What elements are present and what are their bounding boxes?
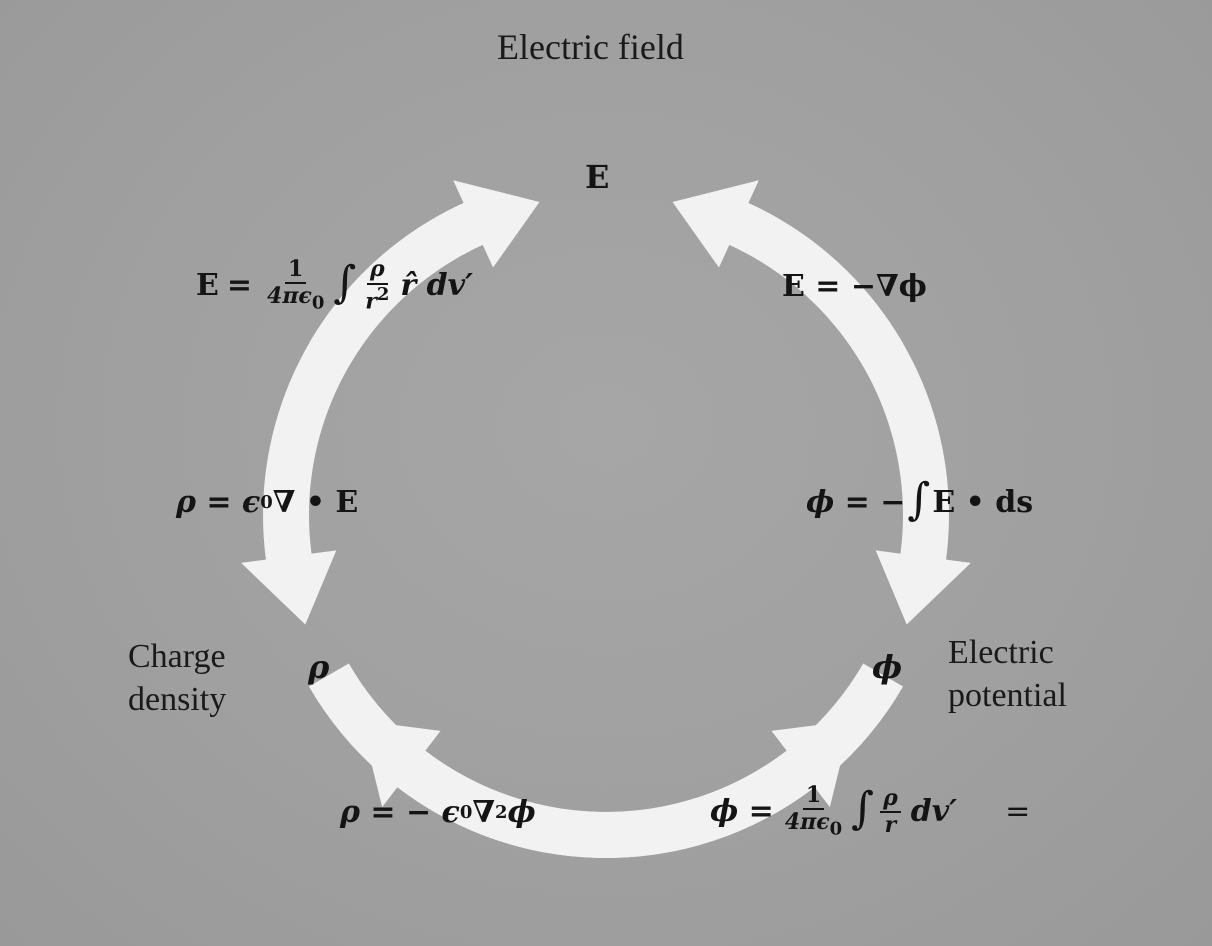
eq1-frac2-den-text: r [365,287,377,314]
eq1-fraction: 1 4πϵ0 [264,257,327,313]
eq1-frac-den: 4πϵ0 [264,284,327,313]
eq5-mid: ∇ [472,795,495,830]
electric-potential-line1: Electric [948,634,1054,671]
equation-field-from-potential: E = −∇ϕ [782,270,927,303]
eq5-sub: 0 [459,801,473,823]
eq1-tail: r̂ dv′ [400,268,473,304]
eq3-rhs: ∇ • E [272,485,359,520]
electric-potential-line2: potential [948,676,1067,714]
charge-symbol-glyph: ρ [308,648,330,686]
eq1-fraction2: ρ r2 [362,258,392,313]
eq1-frac2-num: ρ [367,256,388,285]
charge-density-line1: Charge [128,638,226,675]
eq6-trailing-equals: = [1005,794,1031,830]
eq2-text: E = −∇ϕ [782,269,927,304]
eq4-lhs: ϕ = − [806,484,906,520]
eq6-lhs: ϕ = [710,794,774,830]
eq3-lhs: ρ = ϵ [176,485,261,520]
eq1-equals: = [226,268,253,304]
potential-symbol-glyph: ϕ [872,648,903,686]
equation-field-from-charge: E = 1 4πϵ0 ∫ ρ r2 r̂ dv′ [196,257,473,313]
arrow-field-to-charge [241,196,495,625]
eq1-frac2-den-sup: 2 [376,283,390,305]
electric-field-title: Electric field [497,27,684,67]
eq3-sub: 0 [260,491,273,513]
eq5-sup: 2 [494,801,508,823]
eq6-frac2-den-text: r [884,811,897,838]
eq6-fraction2: ρ r [880,784,901,837]
eq6-frac-den: 4πϵ0 [782,810,845,839]
charge-density-label: Charge density [128,636,226,721]
eq6-fraction: 1 4πϵ0 [782,783,845,839]
arrow-field-to-potential [717,196,971,625]
eq6-frac2-num-text: ρ [883,784,898,811]
eq6-frac2-den: r [882,813,900,837]
eq6-frac-den-text: 4πϵ [784,809,830,836]
charge-density-line2: density [128,680,227,718]
arrow-charge-to-potential [308,663,852,858]
charge-symbol: ρ [308,648,330,686]
eq6-frac-den-sub: 0 [829,818,843,840]
equation-potential-from-charge: ϕ = 1 4πϵ0 ∫ ρ r dv′ = [710,783,1031,839]
eq5-lhs: ρ = − ϵ [340,795,460,830]
eq1-lhs: E [196,268,219,304]
potential-symbol: ϕ [872,648,903,686]
eq1-frac-den-sub: 0 [311,292,325,314]
equation-potential-from-field: ϕ = − ∫ E • ds [806,474,1034,526]
field-symbol: E [585,158,610,196]
eq1-frac-num: 1 [285,257,307,285]
eq1-frac2-num-text: ρ [370,256,385,283]
eq1-integral-sign: ∫ [333,257,357,309]
eq6-integral-sign: ∫ [851,783,875,835]
eq1-frac-den-text: 4πϵ [267,283,312,310]
eq4-integral-sign: ∫ [907,474,931,525]
eq6-frac2-num: ρ [880,784,901,813]
eq5-rhs: ϕ [507,795,536,830]
eq1-frac2-den: r2 [362,285,392,313]
eq6-frac-num: 1 [802,783,825,811]
eq4-rhs: E • ds [932,484,1034,520]
electric-potential-label: Electric potential [948,632,1067,717]
eq6-tail: dv′ [910,794,958,830]
